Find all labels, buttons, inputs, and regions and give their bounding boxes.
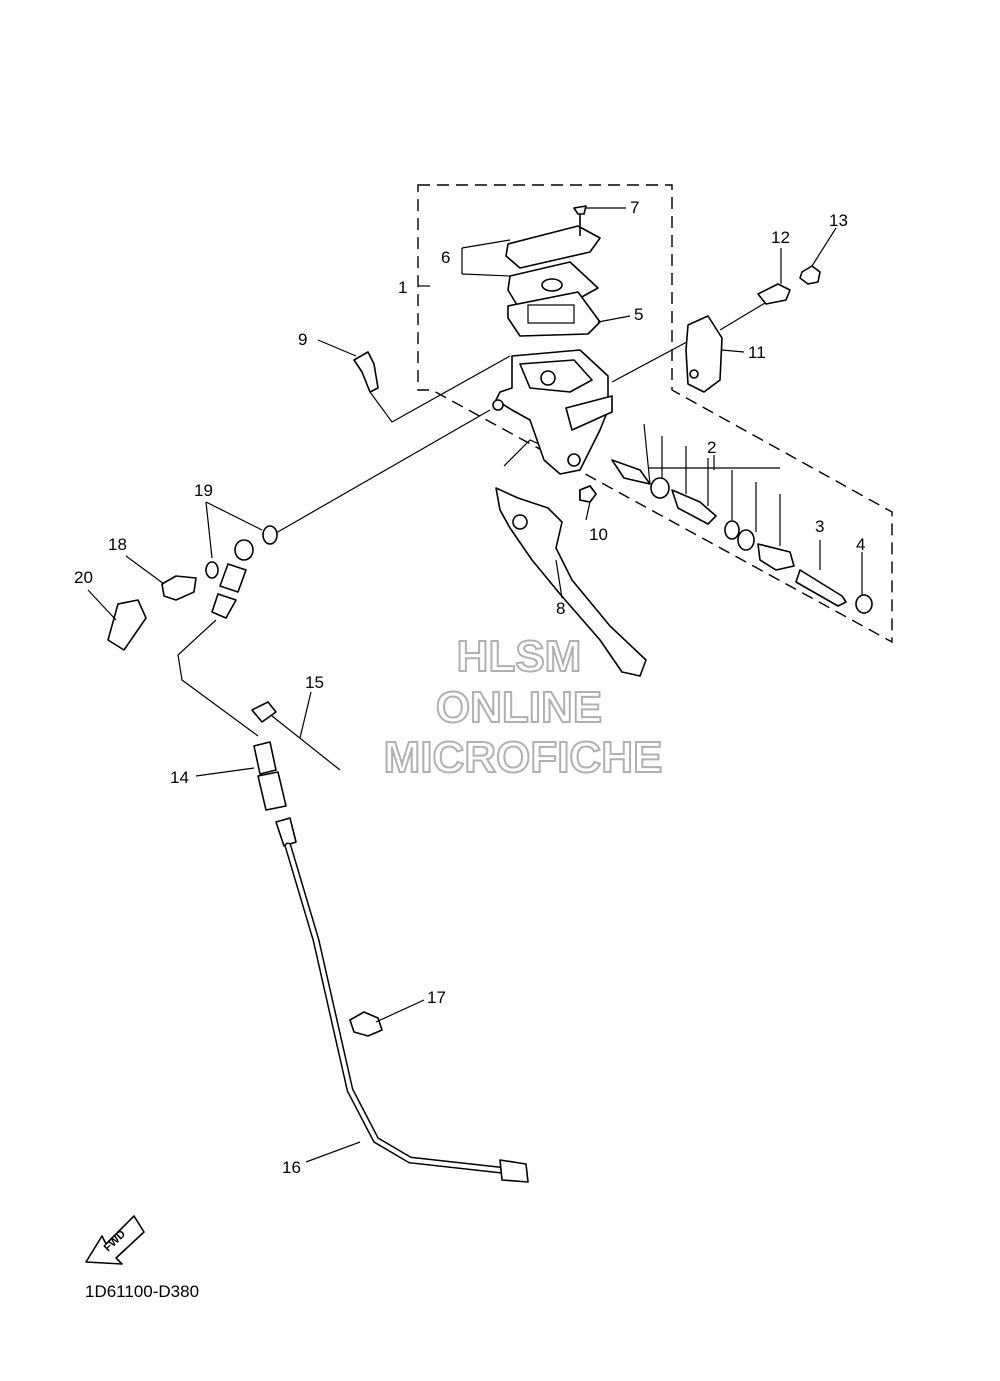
copper-washer-upper — [262, 525, 278, 545]
push-rod — [795, 569, 847, 607]
lever-nut — [579, 485, 597, 503]
dust-cap — [855, 594, 873, 614]
clutch-hose — [275, 817, 529, 1183]
callout-17: 17 — [427, 988, 446, 1007]
callout-14: 14 — [170, 768, 189, 787]
callout-15: 15 — [305, 673, 324, 692]
hose-joint — [253, 741, 287, 811]
nut — [799, 265, 821, 285]
clutch-lever — [495, 487, 647, 677]
forward-direction-arrow: FWD — [85, 1215, 145, 1265]
callout-9: 9 — [298, 330, 307, 349]
watermark-line-3: MICROFICHE — [384, 733, 663, 782]
master-cylinder-body — [492, 349, 613, 475]
callout-labels: 1 2 3 4 5 6 7 8 9 10 11 12 13 14 15 16 1… — [74, 198, 865, 1177]
callout-5: 5 — [634, 305, 643, 324]
union-bolt — [161, 575, 197, 601]
assembly-boundary — [417, 184, 893, 644]
handlebar-clamp — [685, 315, 723, 393]
piston-kit — [611, 423, 795, 571]
clamp-hole — [689, 369, 699, 379]
callout-1: 1 — [398, 278, 407, 297]
watermark: HLSM ONLINE MICROFICHE — [383, 631, 664, 783]
callout-19: 19 — [194, 481, 213, 500]
rubber-cap — [107, 599, 147, 651]
drawing-code: 1D61100-D380 — [85, 1282, 199, 1301]
alignment-lines — [177, 299, 771, 737]
callout-11: 11 — [748, 343, 766, 362]
callout-8: 8 — [556, 599, 565, 618]
callout-20: 20 — [74, 568, 93, 587]
pivot-bolt — [353, 351, 379, 393]
leader-lines — [87, 207, 863, 1163]
callout-4: 4 — [856, 535, 865, 554]
cable-tie-strap — [271, 715, 341, 771]
clamp-bolt — [757, 283, 791, 305]
callout-3: 3 — [815, 517, 824, 536]
callout-6: 6 — [441, 248, 450, 267]
callout-12: 12 — [771, 228, 790, 247]
callout-18: 18 — [108, 535, 127, 554]
callout-7: 7 — [630, 198, 639, 217]
hose-clamp — [349, 1011, 383, 1037]
callout-2: 2 — [707, 438, 716, 457]
cap-screw — [573, 205, 587, 236]
callout-10: 10 — [589, 525, 608, 544]
watermark-line-2: ONLINE — [436, 683, 602, 732]
callout-13: 13 — [829, 211, 848, 230]
callout-16: 16 — [282, 1158, 301, 1177]
watermark-line-1: HLSM — [457, 632, 582, 681]
cable-tie — [251, 701, 277, 723]
lever-pivot — [512, 514, 528, 530]
banjo-fitting — [211, 539, 254, 619]
reservoir-cap — [505, 225, 601, 337]
copper-washer-lower — [205, 561, 219, 579]
